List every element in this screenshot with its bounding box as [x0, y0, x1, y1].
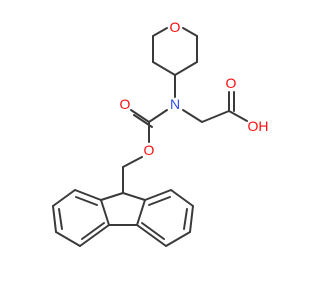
bond — [100, 192, 124, 201]
bond — [148, 196, 171, 206]
bond — [144, 189, 172, 201]
bond — [148, 109, 168, 123]
right-benzene-ring — [136, 189, 194, 247]
fluorene-core — [100, 192, 146, 226]
bond — [141, 222, 165, 240]
bond — [52, 189, 76, 207]
bond — [100, 199, 110, 226]
bond — [122, 156, 143, 168]
bond — [52, 205, 57, 233]
nitrogen-label: N — [170, 96, 180, 112]
bond — [136, 199, 146, 226]
carbonyl-oxygen-label: O — [120, 96, 131, 112]
left-benzene-ring — [52, 189, 110, 247]
structure-diagram: O N O O OH O — [52, 19, 269, 247]
bond — [174, 61, 198, 76]
bond — [81, 222, 105, 240]
hydroxyl-label: OH — [248, 118, 269, 134]
bond — [165, 231, 191, 247]
bond — [189, 205, 194, 233]
bond — [136, 224, 167, 247]
bond — [182, 109, 203, 123]
bond — [74, 189, 102, 201]
acid-carbonyl-oxygen-label: O — [226, 75, 237, 91]
bond — [170, 189, 194, 207]
oxane-ring — [152, 27, 198, 76]
bond — [152, 27, 168, 37]
bond — [122, 192, 146, 201]
bond — [228, 110, 248, 122]
bond — [55, 231, 81, 247]
ester-oxygen-label: O — [144, 142, 155, 158]
bond — [79, 224, 110, 247]
bond — [201, 110, 230, 123]
bond — [130, 109, 150, 123]
bond — [58, 208, 63, 230]
ring-oxygen-label: O — [170, 19, 181, 35]
bond — [75, 196, 98, 206]
bond — [183, 208, 188, 230]
bond — [152, 61, 176, 76]
bond — [182, 27, 198, 37]
